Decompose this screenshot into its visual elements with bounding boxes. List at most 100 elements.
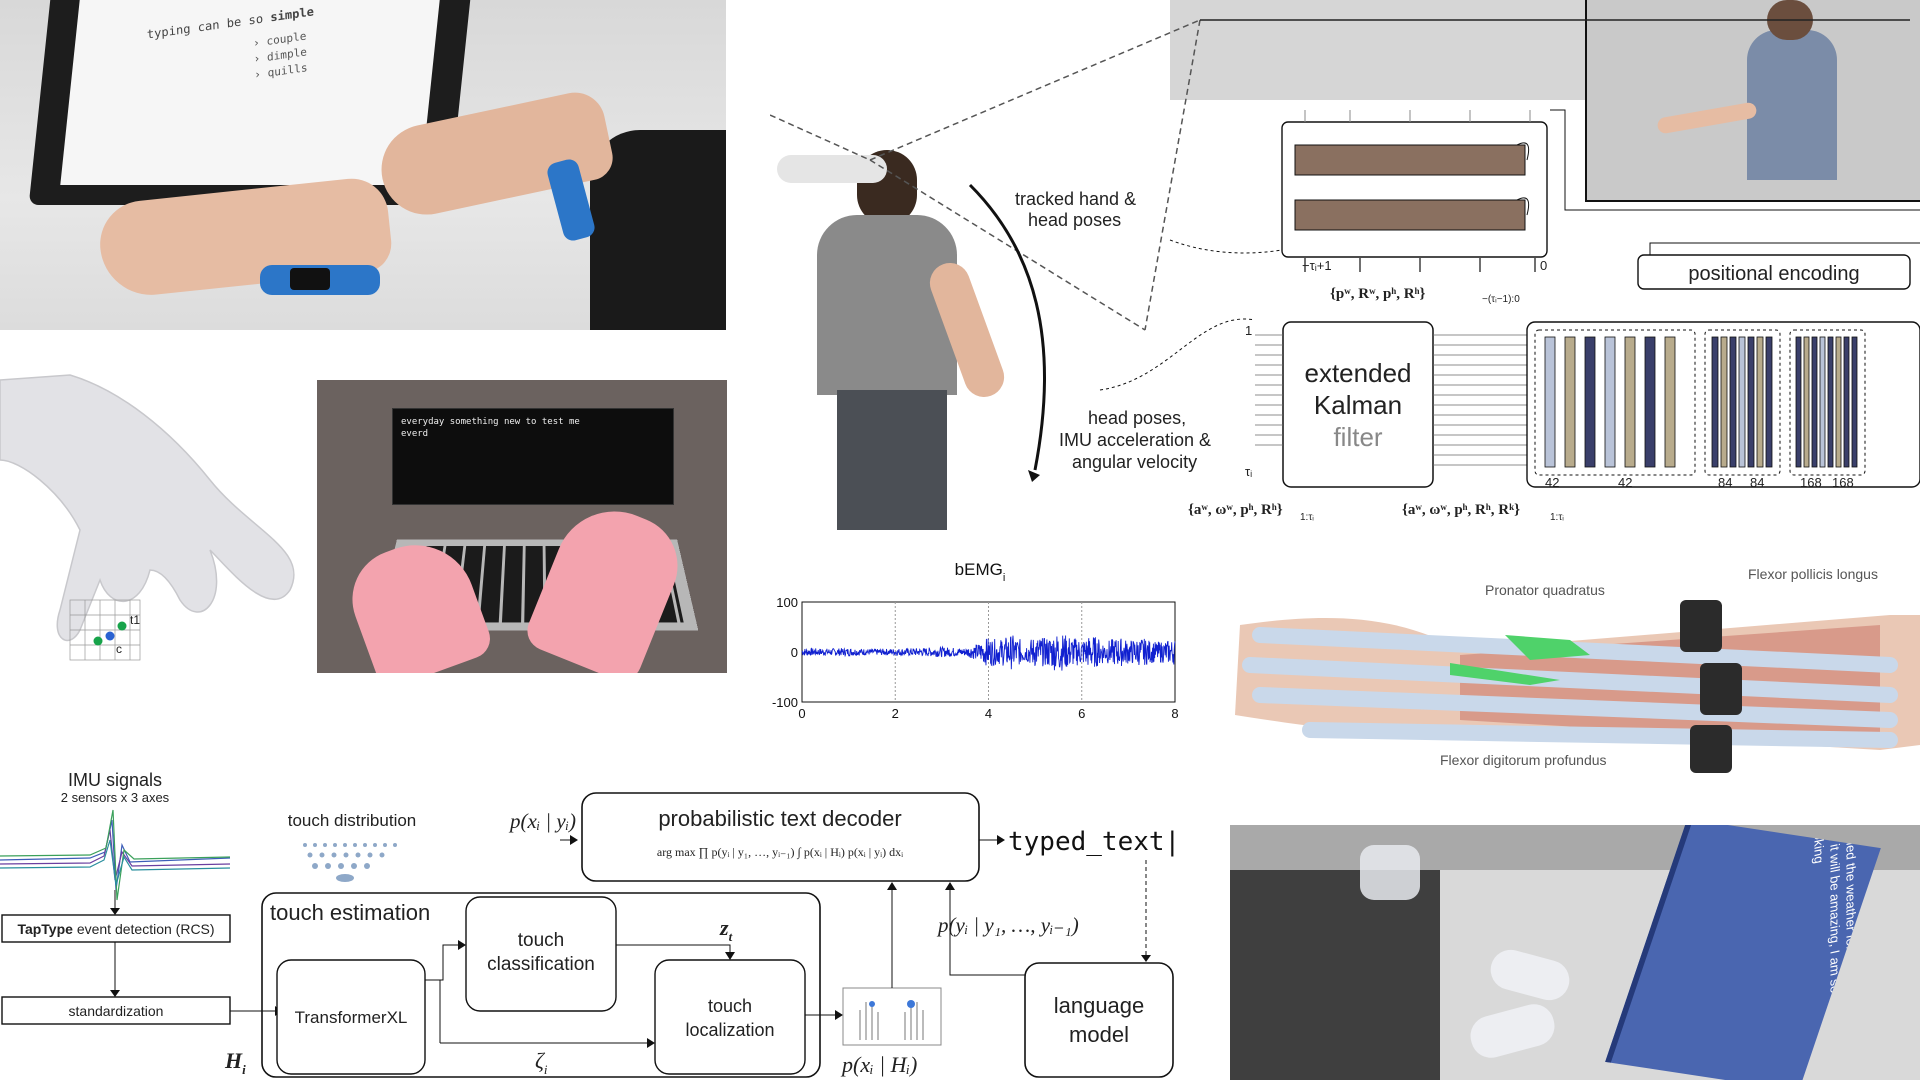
language-model-box xyxy=(1024,962,1174,1078)
pronator-highlight xyxy=(1505,635,1590,660)
conv-dim-6: 168 xyxy=(1832,475,1854,490)
trajectory-arc xyxy=(968,183,1046,471)
decoder-title: probabilistic text decoder xyxy=(658,806,901,831)
transformer-label: TransformerXL xyxy=(295,1008,408,1027)
tracking-diagram: tracked hand & head poses head poses, IM… xyxy=(770,0,1920,530)
z-t-label: zt xyxy=(719,915,733,944)
standardization-label: standardization xyxy=(69,1003,164,1019)
input-left-sub: 1:τᵢ xyxy=(1300,512,1314,523)
sensor-3 xyxy=(1690,725,1732,773)
hand-model: t1 c xyxy=(0,370,300,680)
one-label: 1 xyxy=(1245,323,1252,338)
dark-sleeve xyxy=(590,130,726,330)
screen-title: typing can be so xyxy=(146,11,264,42)
tracked-label-2: head poses xyxy=(1028,210,1121,230)
touch-classification-2: classification xyxy=(487,954,595,975)
tracked-label-1: tracked hand & xyxy=(1015,189,1136,209)
taptype-label: TapType event detection (RCS) xyxy=(17,921,214,937)
zeta-label: ζi xyxy=(535,1048,548,1077)
touch-localization-box xyxy=(654,959,806,1075)
hand-heatmap-hands xyxy=(859,1002,924,1040)
user-photo xyxy=(777,110,1010,530)
input-right: {aʷ, ωʷ, pʰ, Rʰ, Rᵏ} xyxy=(1402,502,1520,518)
grid-cube xyxy=(69,599,141,661)
imu-title: IMU signals xyxy=(68,770,162,790)
vr-right-hand xyxy=(521,493,693,673)
suggestion-3: quills xyxy=(267,61,308,80)
decoder-formula: arg max ∏ p(yᵢ | y₁, …, yᵢ₋₁) ∫ p(xᵢ | H… xyxy=(657,845,903,859)
vr-hand-3 xyxy=(1360,845,1420,900)
p-xh-label: p(xᵢ | Hᵢ) xyxy=(840,1052,917,1077)
vr-keyboard-scene: everyday something new to test me everd xyxy=(317,380,727,673)
input-left: {aʷ, ωʷ, pʰ, Rʰ} xyxy=(1188,502,1283,518)
lstm-layer-2 xyxy=(1294,199,1526,231)
touch-classification-1: touch xyxy=(518,930,564,951)
emg-y-tick: 0 xyxy=(791,645,798,660)
taptype-box xyxy=(1,914,231,943)
kalman-label-2: Kalman xyxy=(1314,390,1402,420)
conv-dim-4: 84 xyxy=(1750,475,1764,490)
label-t1: t1 xyxy=(130,613,140,627)
kalman-label-1: extended xyxy=(1305,358,1412,388)
emg-x-tick: 4 xyxy=(985,706,992,721)
tau-label: −τᵢ+1 xyxy=(1302,258,1332,273)
hand-heatmap-box xyxy=(842,987,942,1046)
touch-classification-box xyxy=(465,896,617,1012)
sensor-1 xyxy=(1680,600,1722,652)
h-i-label: Hi xyxy=(224,1048,246,1077)
hand-shape xyxy=(0,374,295,642)
lstm-block xyxy=(1281,121,1548,258)
touch-estimation-box xyxy=(261,892,821,1078)
emg-y-tick: 100 xyxy=(776,595,798,610)
touch-localization-1: touch xyxy=(708,996,752,1016)
vr-text-display: everyday something new to test me everd xyxy=(392,408,674,505)
label-pronator: Pronator quadratus xyxy=(1485,582,1605,598)
lm-label-1: language xyxy=(1054,993,1145,1018)
emg-series-line xyxy=(801,635,1176,671)
screen-title-bold: simple xyxy=(270,4,315,25)
sensor-2 xyxy=(1700,663,1742,715)
emg-x-tick: 2 xyxy=(892,706,899,721)
p-lm-label: p(yᵢ | y₁, …, yᵢ₋₁) xyxy=(936,913,1079,937)
transformer-box xyxy=(276,959,426,1075)
p-xy-label: p(xᵢ | yᵢ) xyxy=(508,809,576,833)
emg-x-tick: 6 xyxy=(1078,706,1085,721)
center-point xyxy=(105,631,115,641)
vr-line-2: everd xyxy=(401,429,429,439)
tracking-svg: tracked hand & head poses head poses, IM… xyxy=(770,19,1920,523)
pos-encoding-box xyxy=(1637,254,1911,290)
forearm-anatomy: Pronator quadratus Flexor pollicis longu… xyxy=(1230,555,1920,775)
sensor-label-2: IMU acceleration & xyxy=(1059,430,1211,450)
lm-label-2: model xyxy=(1069,1022,1129,1047)
pipeline-svg: IMU signals 2 sensors x 3 axes TapType e… xyxy=(0,770,1180,1078)
lstm-layer-1 xyxy=(1294,144,1526,176)
touch-distribution-dots xyxy=(303,843,397,882)
touch-localization-2: localization xyxy=(685,1020,774,1040)
touch-distribution-label: touch distribution xyxy=(288,811,417,830)
contact-point xyxy=(93,636,103,646)
pos-encoding-label: positional encoding xyxy=(1688,263,1859,285)
label-flexor-digitorum: Flexor digitorum profundus xyxy=(1440,752,1607,768)
imu-waveforms xyxy=(0,809,231,901)
hand-model-svg: t1 c xyxy=(0,374,295,661)
label-flexor-pollicis: Flexor pollicis longus xyxy=(1748,566,1878,582)
conv-dim-1: 42 xyxy=(1545,475,1559,490)
vr-scene: I just watched the weather forecast for … xyxy=(1230,825,1920,1080)
person-photo xyxy=(1585,0,1920,202)
conv-dim-5: 168 xyxy=(1800,475,1822,490)
tip-point xyxy=(117,621,127,631)
kalman-label-3: filter xyxy=(1333,422,1382,452)
typing-photo: typing can be so simple › couple › dimpl… xyxy=(0,0,726,330)
seq-sub: −(τᵢ−1):0 xyxy=(1482,294,1520,305)
emg-y-tick: -100 xyxy=(772,695,798,710)
emg-x-tick: 0 xyxy=(798,706,805,721)
flexor-highlight xyxy=(1450,663,1560,685)
typed-text: typed_text| xyxy=(1008,827,1180,857)
anatomy-svg: Pronator quadratus Flexor pollicis longu… xyxy=(1235,566,1920,773)
input-right-sub: 1:τᵢ xyxy=(1550,512,1564,523)
sensor-label-1: head poses, xyxy=(1088,408,1186,428)
seq-label: {pʷ, Rʷ, pʰ, Rʰ} xyxy=(1330,286,1425,302)
